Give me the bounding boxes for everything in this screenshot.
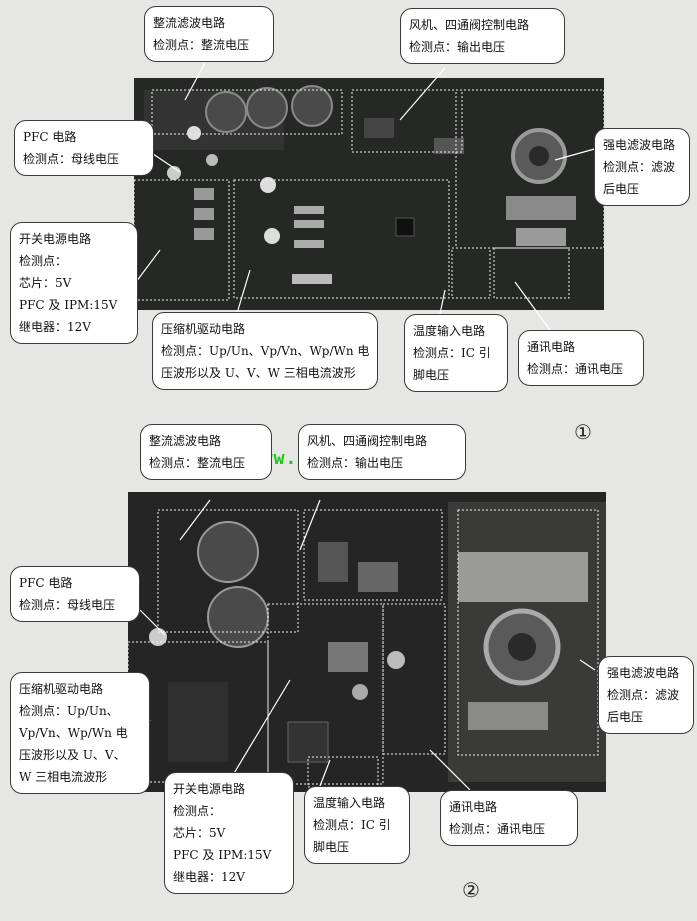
pcb-photo-2 xyxy=(128,492,606,792)
callout-switching-power: 开关电源电路 检测点： 芯片：5V PFC 及 IPM:15V 继电器：12V xyxy=(164,772,294,894)
callout-communication: 通讯电路 检测点：通讯电压 xyxy=(518,330,644,386)
capacitor-icon xyxy=(205,91,247,133)
callout-emi-filter: 强电滤波电路 检测点：滤波 后电压 xyxy=(598,656,694,734)
callout-emi-filter: 强电滤波电路 检测点：滤波 后电压 xyxy=(594,128,690,206)
pcb-photo-1 xyxy=(134,78,604,310)
figure-number-1: ① xyxy=(574,420,592,444)
capacitor-icon xyxy=(197,521,259,583)
callout-pfc: PFC 电路 检测点：母线电压 xyxy=(14,120,154,176)
callout-compressor-drive: 压缩机驱动电路 检测点：Up/Un、 Vp/Vn、Wp/Wn 电 压波形以及 U… xyxy=(10,672,150,794)
callout-compressor-drive: 压缩机驱动电路 检测点：Up/Un、Vp/Vn、Wp/Wn 电 压波形以及 U、… xyxy=(152,312,378,390)
callout-communication: 通讯电路 检测点：通讯电压 xyxy=(440,790,578,846)
figure-1: 整流滤波电路 检测点：整流电压 风机、四通阀控制电路 检测点：输出电压 PFC … xyxy=(0,0,697,460)
callout-temperature-input: 温度输入电路 检测点：IC 引 脚电压 xyxy=(404,314,508,392)
capacitor-icon xyxy=(207,586,269,648)
callout-rectifier-filter: 整流滤波电路 检测点：整流电压 xyxy=(144,6,274,62)
callout-pfc: PFC 电路 检测点：母线电压 xyxy=(10,566,140,622)
figure-number-2: ② xyxy=(462,878,480,902)
callout-temperature-input: 温度输入电路 检测点：IC 引 脚电压 xyxy=(304,786,410,864)
pcb-drawing-1 xyxy=(134,78,604,310)
figure-2: 整流滤波电路 检测点：整流电压 风机、四通阀控制电路 检测点：输出电压 PFC … xyxy=(0,424,697,921)
capacitor-icon xyxy=(291,85,333,127)
callout-fan-valve-control: 风机、四通阀控制电路 检测点：输出电压 xyxy=(298,424,466,480)
callout-rectifier-filter: 整流滤波电路 检测点：整流电压 xyxy=(140,424,272,480)
callout-fan-valve-control: 风机、四通阀控制电路 检测点：输出电压 xyxy=(400,8,565,64)
pcb-drawing-2 xyxy=(128,492,606,792)
callout-switching-power: 开关电源电路 检测点： 芯片：5V PFC 及 IPM:15V 继电器：12V xyxy=(10,222,138,344)
capacitor-icon xyxy=(246,87,288,129)
